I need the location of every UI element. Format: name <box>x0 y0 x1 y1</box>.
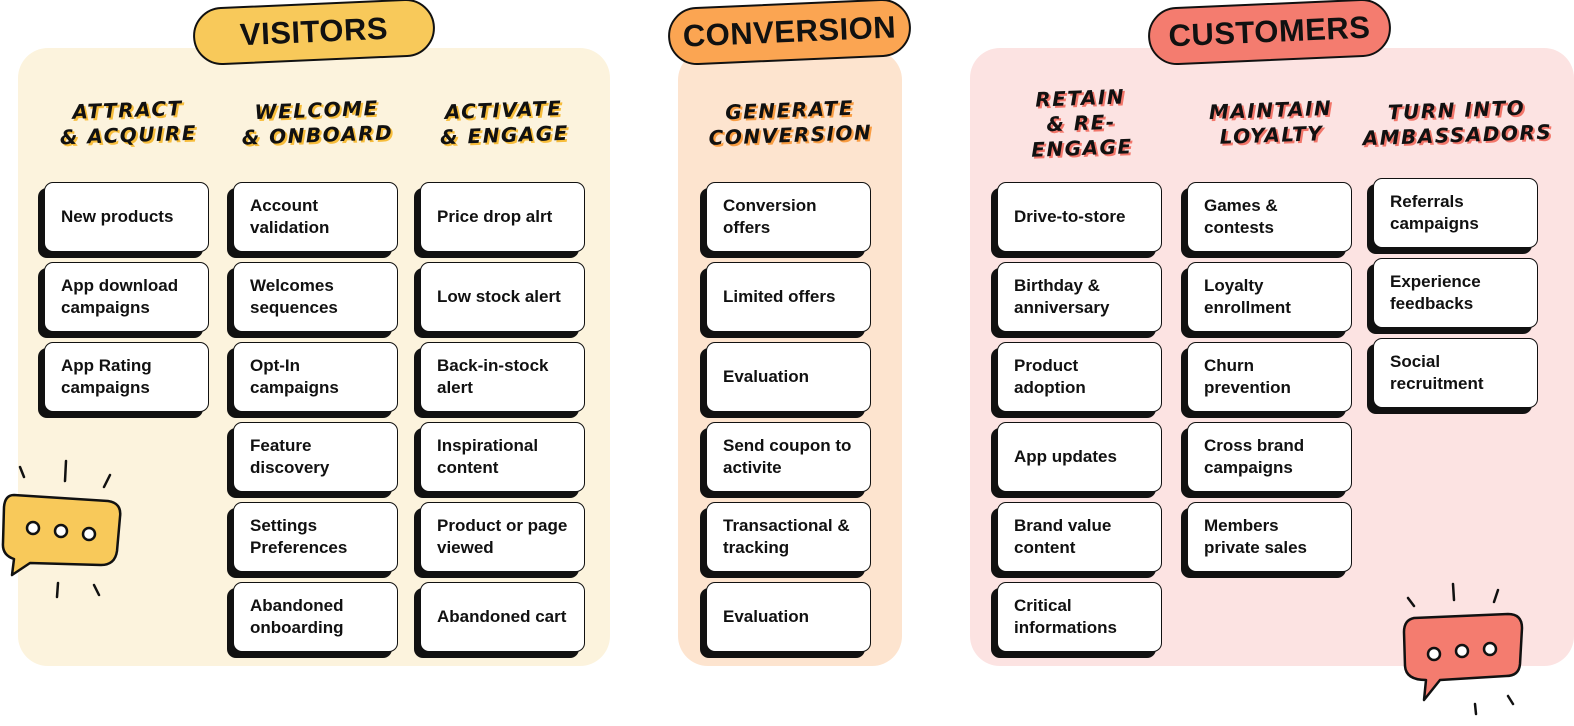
column-title: Activate & engage <box>439 95 570 150</box>
column-turn-into-ambassadors: Turn into ambassadors Referrals campaign… <box>1362 86 1553 418</box>
list-item: Send coupon to activite <box>706 422 871 492</box>
column-title: Welcome & onboard <box>241 95 394 150</box>
list-item: Limited offers <box>706 262 871 332</box>
column-title: Maintain loyalty <box>1208 95 1333 149</box>
list-item: Games & contests <box>1187 182 1352 252</box>
column-welcome-onboard: Welcome & onboard Account validation Wel… <box>233 86 401 662</box>
list-item: Referrals campaigns <box>1373 178 1538 248</box>
customers-label: CUSTOMERS <box>1146 0 1393 67</box>
list-item: Abandoned cart <box>420 582 585 652</box>
list-item: App updates <box>997 422 1162 492</box>
visitors-label: VISITORS <box>191 0 437 67</box>
list-item: New products <box>44 182 209 252</box>
list-item: Drive-to-store <box>997 182 1162 252</box>
list-item: Settings Preferences <box>233 502 398 572</box>
column-title: Attract & acquire <box>59 96 198 150</box>
list-item: Loyalty enrollment <box>1187 262 1352 332</box>
list-item: Birthday & anniversary <box>997 262 1162 332</box>
list-item: Back-in-stock alert <box>420 342 585 412</box>
list-item: Cross brand campaigns <box>1187 422 1352 492</box>
list-item: Inspirational content <box>420 422 585 492</box>
chat-bubble-icon <box>1402 582 1524 716</box>
list-item: Product adoption <box>997 342 1162 412</box>
list-item: Brand value content <box>997 502 1162 572</box>
list-item: Product or page viewed <box>420 502 585 572</box>
list-item: Churn prevention <box>1187 342 1352 412</box>
list-item: Abandoned onboarding <box>233 582 398 652</box>
list-item: Feature discovery <box>233 422 398 492</box>
list-item: Critical informations <box>997 582 1162 652</box>
column-title: Generate conversion <box>708 95 873 150</box>
list-item: App download campaigns <box>44 262 209 332</box>
list-item: Social recruitment <box>1373 338 1538 408</box>
list-item: App Rating campaigns <box>44 342 209 412</box>
list-item: Account validation <box>233 182 398 252</box>
list-item: Experience feedbacks <box>1373 258 1538 328</box>
list-item: Low stock alert <box>420 262 585 332</box>
list-item: Evaluation <box>706 342 871 412</box>
list-item: Evaluation <box>706 582 871 652</box>
column-maintain-loyalty: Maintain loyalty Games & contests Loyalt… <box>1187 86 1355 582</box>
list-item: Members private sales <box>1187 502 1352 572</box>
column-title: Retain & re-engage <box>1030 83 1133 162</box>
list-item: Welcomes sequences <box>233 262 398 332</box>
column-generate-conversion: Generate conversion Conversion offers Li… <box>706 86 874 662</box>
column-attract-acquire: Attract & acquire New products App downl… <box>44 86 212 422</box>
list-item: Transactional & tracking <box>706 502 871 572</box>
column-retain-reengage: Retain & re-engage Drive-to-store Birthd… <box>997 83 1165 662</box>
list-item: Opt-In campaigns <box>233 342 398 412</box>
list-item: Price drop alrt <box>420 182 585 252</box>
chat-bubble-icon <box>1 459 122 599</box>
column-activate-engage: Activate & engage Price drop alrt Low st… <box>420 86 588 662</box>
list-item: Conversion offers <box>706 182 871 252</box>
column-title: Turn into ambassadors <box>1362 95 1553 151</box>
conversion-label: CONVERSION <box>666 0 913 67</box>
